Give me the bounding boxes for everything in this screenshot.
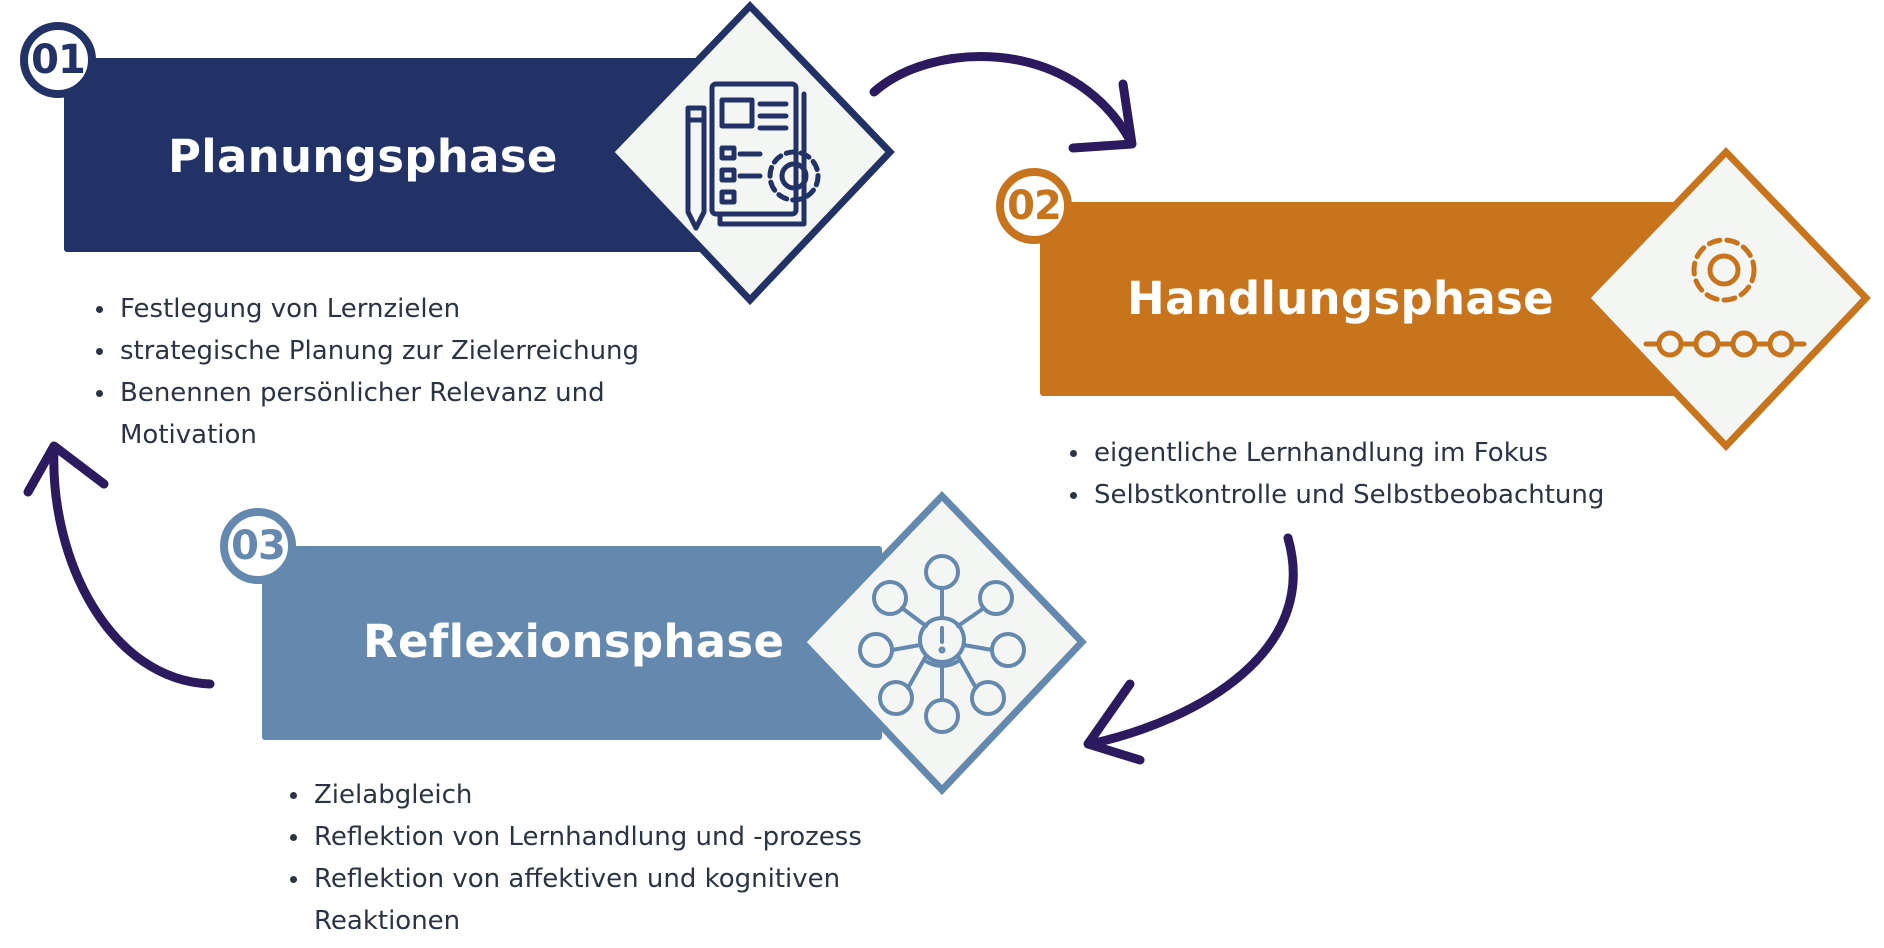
document-gear-icon <box>605 0 895 306</box>
list-item: Reflektion von Lernhandlung und -prozess <box>288 816 908 858</box>
phase-3-banner <box>262 546 882 740</box>
phase-1-bullets: Festlegung von Lernzielen strategische P… <box>94 288 714 456</box>
list-item: strategische Planung zur Zielerreichung <box>94 330 714 372</box>
list-item: Reflektion von affektiven und kognitiven… <box>288 858 908 942</box>
arrow-2-to-3 <box>1085 533 1298 749</box>
list-item: Festlegung von Lernzielen <box>94 288 714 330</box>
phase-2-number: 02 <box>996 168 1072 244</box>
arrow-3-to-1 <box>49 445 215 689</box>
gear-process-icon <box>1581 146 1871 452</box>
list-item: Selbstkontrolle und Selbstbeobachtung <box>1068 474 1688 516</box>
emotions-head-icon <box>797 490 1087 796</box>
arrow-1-to-2 <box>869 52 1135 145</box>
arrow-2-to-3-head <box>1083 679 1145 765</box>
phase-3-number: 03 <box>220 508 296 584</box>
phase-3-bullets: Zielabgleich Reflektion von Lernhandlung… <box>288 774 908 942</box>
list-item: Zielabgleich <box>288 774 908 816</box>
list-item: eigentliche Lernhandlung im Fokus <box>1068 432 1688 474</box>
list-item: Benennen persönlicher Relevanz und Motiv… <box>94 372 714 456</box>
phase-2-title: Handlungsphase <box>1127 272 1554 325</box>
phase-3-title: Reflexionsphase <box>363 615 785 668</box>
phase-2-banner <box>1040 202 1680 396</box>
phase-1-title: Planungsphase <box>168 130 558 183</box>
arrow-3-to-1-head <box>23 441 109 497</box>
arrow-1-to-2-head <box>1068 79 1137 153</box>
phase-2-bullets: eigentliche Lernhandlung im Fokus Selbst… <box>1068 432 1688 516</box>
phase-1-number: 01 <box>20 22 96 98</box>
